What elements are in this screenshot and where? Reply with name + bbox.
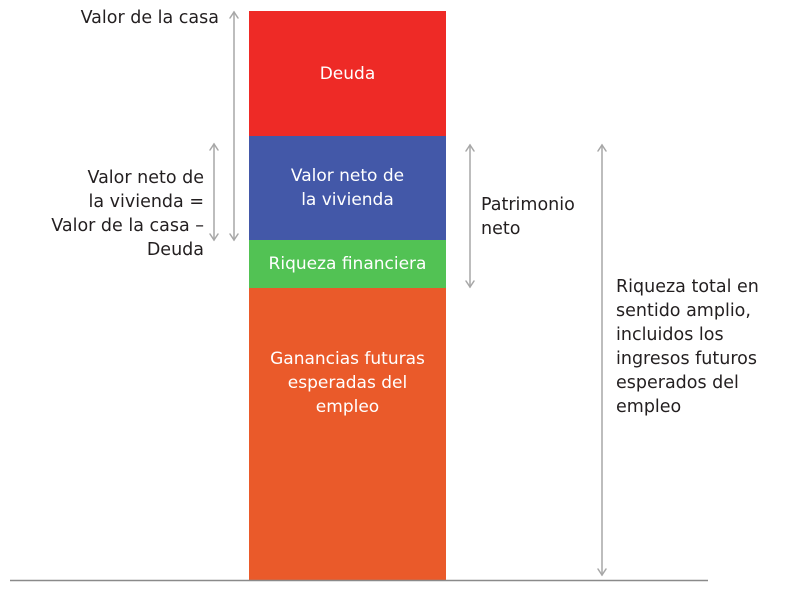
future-earnings-label: Ganancias futuras esperadas del empleo <box>270 349 425 417</box>
debt-label: Deuda <box>319 63 376 84</box>
home-equity-arrow-icon <box>209 142 219 242</box>
net-worth-label: Patrimonio neto <box>481 195 575 239</box>
financial-wealth-segment: Riqueza financiera <box>249 240 446 288</box>
home-equity-label: Valor neto de la vivienda <box>290 166 405 210</box>
total-wealth-label: Riqueza total en sentido amplio, incluid… <box>616 277 759 417</box>
home-equity-definition-label: Valor neto de la vivienda = Valor de la … <box>51 168 204 260</box>
debt-segment: Deuda <box>249 11 446 136</box>
total-wealth-arrow-icon <box>597 143 607 577</box>
financial-wealth-label: Riqueza financiera <box>268 254 427 274</box>
net-worth-arrow-icon <box>465 143 475 289</box>
home-equity-segment: Valor neto de la vivienda <box>249 136 446 240</box>
house-value-label: Valor de la casa <box>80 8 219 28</box>
house-value-arrow-icon <box>229 10 239 242</box>
future-earnings-segment: Ganancias futuras esperadas del empleo <box>249 288 446 580</box>
